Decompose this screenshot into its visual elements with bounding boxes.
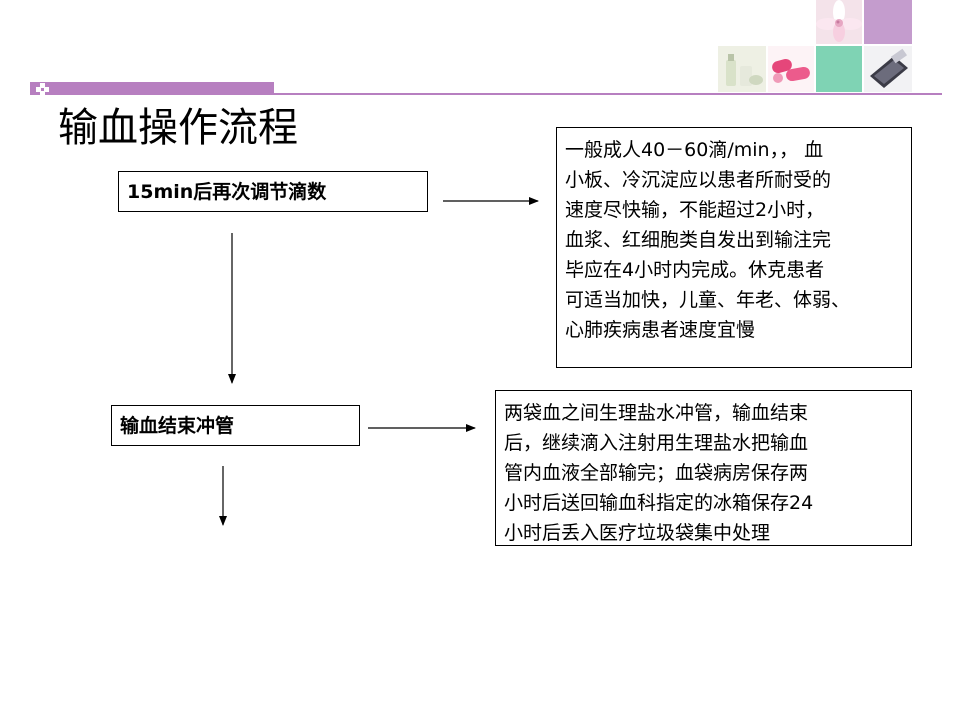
note-box-flush-disposal: 两袋血之间生理盐水冲管，输血结束 后，继续滴入注射用生理盐水把输血 管内血液全部… xyxy=(495,390,912,546)
header-accent-bar xyxy=(30,82,274,95)
pink-rollers-icon xyxy=(768,46,814,92)
step-box-adjust-drip: 15min后再次调节滴数 xyxy=(118,171,428,212)
cosmetic-bottles-icon xyxy=(718,46,766,92)
note-line: 后，继续滴入注射用生理盐水把输血 xyxy=(504,432,809,454)
lily-flower-icon xyxy=(816,0,862,44)
note-line: 毕应在4小时内完成。休克患者 xyxy=(565,259,825,281)
note-line: 一般成人40－60滴/min，， 血 xyxy=(565,139,824,161)
makeup-compact-icon xyxy=(864,46,912,92)
teal-tile xyxy=(816,46,862,92)
bottles-photo-tile xyxy=(718,46,766,92)
note-line: 小时后丢入医疗垃圾袋集中处理 xyxy=(504,522,771,544)
note-line: 管内血液全部输完；血袋病房保存两 xyxy=(504,462,809,484)
note-line: 速度尽快输，不能超过2小时， xyxy=(565,199,825,221)
page-title: 输血操作流程 xyxy=(58,105,298,151)
compact-photo-tile xyxy=(864,46,912,92)
note-line: 心肺疾病患者速度宜慢 xyxy=(565,319,756,341)
purple-tile-top xyxy=(864,0,912,44)
lipstick-photo-tile xyxy=(768,46,814,92)
note-line: 小板、冷沉淀应以患者所耐受的 xyxy=(565,169,832,191)
note-line: 血浆、红细胞类自发出到输注完 xyxy=(565,229,832,251)
flower-photo-tile xyxy=(816,0,862,44)
note-line: 小时后送回输血科指定的冰箱保存24 xyxy=(504,492,814,514)
step-box-end-flush: 输血结束冲管 xyxy=(111,405,360,446)
note-box-infusion-speed: 一般成人40－60滴/min，， 血 小板、冷沉淀应以患者所耐受的 速度尽快输，… xyxy=(556,127,912,368)
step-label-end-flush: 输血结束冲管 xyxy=(120,415,235,437)
header-divider-line xyxy=(30,93,942,95)
step-label-adjust-drip: 15min后再次调节滴数 xyxy=(127,181,327,203)
header-bullet-icon xyxy=(36,83,49,96)
note-line: 两袋血之间生理盐水冲管，输血结束 xyxy=(504,402,809,424)
note-line: 可适当加快，儿童、年老、体弱、 xyxy=(565,289,851,311)
